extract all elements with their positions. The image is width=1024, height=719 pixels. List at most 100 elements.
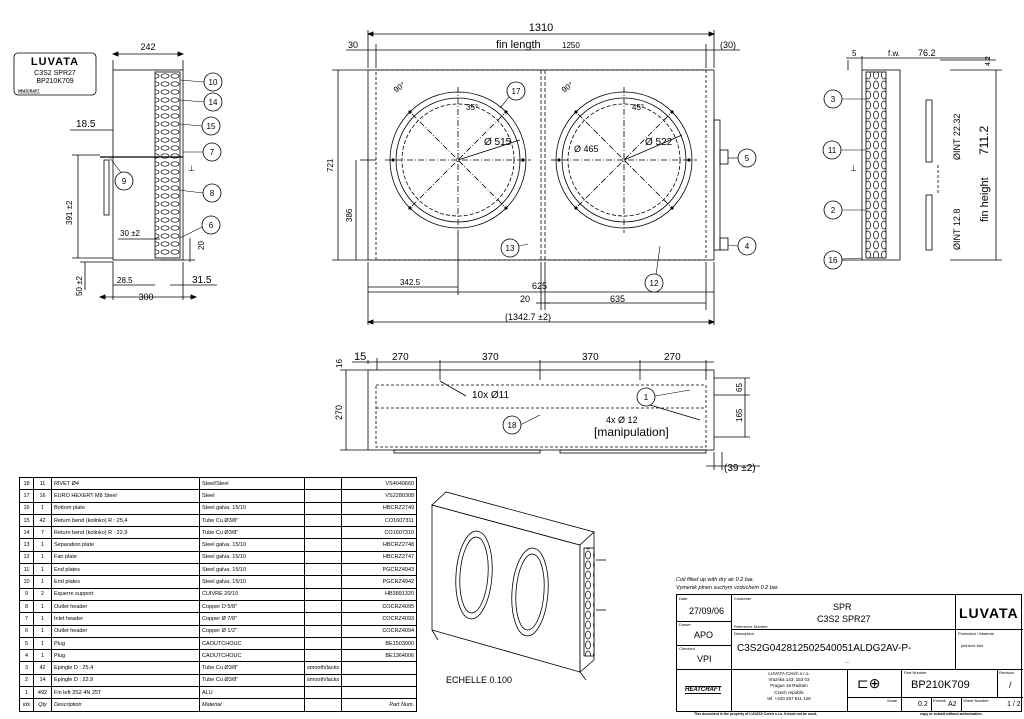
- bom-cell-part: HBCRZ2747: [341, 550, 418, 565]
- bom-cell-mat: CAOUTCHOUC: [199, 636, 305, 651]
- svg-text:15: 15: [207, 122, 216, 131]
- bom-cell-part: [341, 686, 418, 700]
- dim-270-a: 270: [392, 352, 409, 363]
- label-line2: BP210K709: [36, 78, 73, 85]
- bom-cell-spec: [303, 550, 343, 565]
- bom-cell-desc: Bottom plate: [51, 501, 200, 515]
- bom-cell-part: BE1503900: [341, 636, 418, 651]
- dim-16: 16: [335, 359, 344, 368]
- angle-90-a: 90°: [392, 80, 407, 94]
- bom-cell-spec: smooth/lacks: [303, 661, 343, 675]
- bom-cell-spec: [303, 686, 343, 700]
- svg-text:3: 3: [831, 95, 836, 104]
- balloon-16: 16: [823, 250, 863, 270]
- label-subbrand: HEATCRAFT: [18, 89, 40, 93]
- manipulation-label: [manipulation]: [594, 425, 669, 439]
- title-block: Date 27/09/06 Drawn APO Checked VPI Cust…: [676, 594, 1023, 712]
- part-value: BP210K709: [911, 679, 970, 691]
- bom-cell-qty: 1: [33, 612, 52, 626]
- bom-cell-qty: 1: [33, 599, 52, 614]
- bom-cell-mat: Steel galva. 15/10: [199, 538, 305, 552]
- customer-1: SPR: [833, 602, 852, 612]
- bom-cell-mat: CUIVRE 20/10: [199, 587, 305, 601]
- bom-cell-spec: [303, 513, 343, 528]
- sheet-label: Sheet Number: [963, 698, 989, 703]
- revision-value: /: [1009, 680, 1012, 690]
- dim-270-b: 270: [664, 352, 681, 363]
- bom-cell-part: COCRZ4095: [341, 599, 418, 614]
- svg-text:5: 5: [745, 154, 750, 163]
- dim-391: 391 ±2: [65, 200, 74, 225]
- dim-300: 300: [138, 292, 153, 302]
- fan1-diameter: Ø 515: [484, 137, 512, 148]
- bom-cell-qty: 16: [33, 489, 52, 503]
- svg-text:17: 17: [512, 87, 521, 96]
- dim-65: 65: [735, 383, 744, 392]
- bom-cell-desc: Plug: [51, 636, 200, 651]
- balloon-18: 18: [502, 414, 541, 435]
- bom-cell-idx: 1: [19, 686, 34, 700]
- bom-cell-part: CO1607311: [341, 513, 418, 528]
- bom-cell-part: PGCRZ4942: [341, 575, 418, 589]
- svg-text:1: 1: [644, 393, 649, 402]
- angle-45: 45°: [632, 103, 644, 112]
- dim-721: 721: [326, 158, 335, 172]
- note-1: Coil filled up with dry air 0.2 bar.: [676, 577, 755, 583]
- bom-cell-desc: Fin left 3S2 4N 25T: [51, 686, 200, 700]
- bom-cell-idx: 17: [19, 489, 34, 503]
- side-balloons: 10 14 15 7 9 8 6: [109, 72, 223, 239]
- bom-cell-idx: 16: [19, 501, 34, 515]
- bom-cell-spec: [303, 489, 343, 503]
- top-view: [340, 358, 760, 470]
- bom-cell-idx: 13: [19, 538, 34, 552]
- dim-4-2: 4.2: [985, 56, 992, 66]
- bom-cell-spec: [303, 624, 343, 638]
- bom-cell-qty: 1: [33, 501, 52, 515]
- side-view: [70, 51, 217, 300]
- customer-label: Customer: [734, 596, 752, 601]
- bom-cell-qty: 42: [33, 513, 52, 528]
- dim-370-b: 370: [582, 352, 599, 363]
- bom-cell-part: PGCRZ4943: [341, 563, 418, 577]
- svg-text:7: 7: [210, 148, 215, 157]
- bom-cell-part: HBCRZ2748: [341, 538, 418, 552]
- dim-31-5: 31.5: [192, 275, 212, 286]
- int-top: ØINT 22.32: [952, 114, 962, 160]
- svg-text:13: 13: [506, 244, 515, 253]
- svg-text:10: 10: [209, 78, 218, 87]
- bom-cell-part: VS4040660: [341, 476, 418, 491]
- bom-cell-qty: 2: [33, 587, 52, 601]
- svg-text:2: 2: [831, 206, 836, 215]
- bom-cell-desc: Plug: [51, 649, 200, 663]
- bom-cell-qty: 11: [33, 476, 52, 491]
- bom-cell-qty: 14: [33, 673, 52, 688]
- bom-cell-spec: [303, 599, 343, 614]
- bom-cell-desc: Equerre support: [51, 587, 200, 601]
- balloon-17: 17: [499, 81, 526, 109]
- dim-625: 625: [532, 281, 547, 291]
- dim-30-left: 30: [348, 40, 358, 50]
- customer-2: C3S2 SPR27: [817, 614, 871, 624]
- bom-cell-part: HBCRZ2749: [341, 501, 418, 515]
- heatcraft-logo: HEATCRAFT: [685, 686, 722, 694]
- front-view-dimensions: 1310 30 fin length 1250 (30) 721 386 342…: [326, 22, 736, 322]
- balloon-4: 4: [727, 236, 757, 256]
- footer-right: copy or submit without authorisation.: [920, 712, 983, 716]
- bom-cell-idx: 4: [19, 649, 34, 663]
- svg-text:4: 4: [745, 242, 750, 251]
- bom-cell-qty: 492: [33, 686, 52, 700]
- balloon-12: 12: [644, 245, 664, 293]
- bom-cell-mat: Tube Cu Ø3/8": [199, 661, 305, 675]
- bom-cell-idx: 18: [19, 476, 34, 491]
- bom-cell-mat: Steel galva. 15/10: [199, 501, 305, 515]
- bom-cell-idx: 7: [19, 612, 34, 626]
- bom-cell-desc: EURO HEXERT M8 Steel: [51, 489, 200, 503]
